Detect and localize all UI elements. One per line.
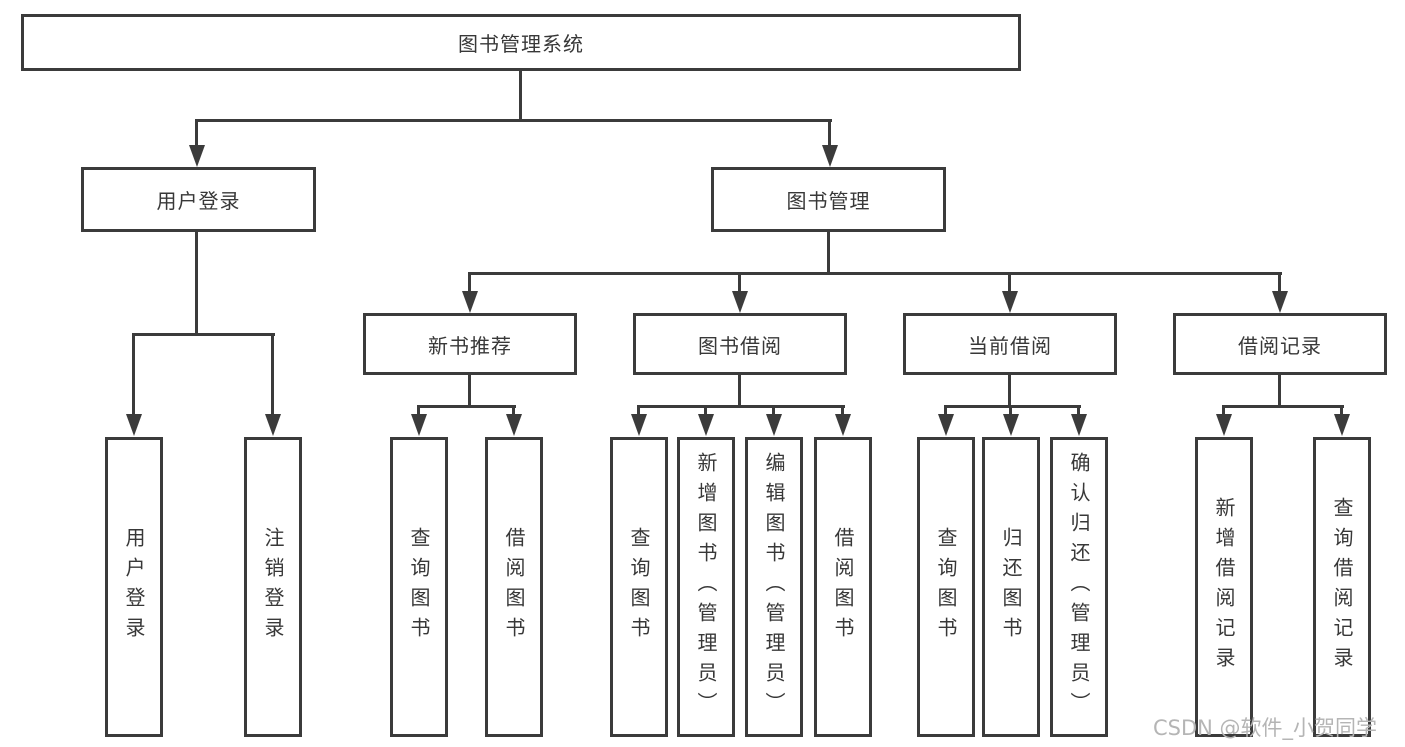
leaf-current-query: 查询图书 <box>917 437 975 737</box>
leaf-newbook-query-label: 查询图书 <box>407 527 431 647</box>
arrowhead-icon <box>631 414 647 436</box>
arrowhead-icon <box>506 414 522 436</box>
connector-line <box>738 272 741 296</box>
connector-line <box>944 405 1081 408</box>
leaf-records-query: 查询借阅记录 <box>1313 437 1371 737</box>
arrowhead-icon <box>462 291 478 313</box>
connector-line <box>841 405 844 418</box>
leaf-current-confirm-admin-label: 确认归还（管理员） <box>1067 452 1091 722</box>
connector-line <box>132 333 135 418</box>
leaf-borrow-edit-admin: 编辑图书（管理员） <box>745 437 803 737</box>
connector-line <box>1008 272 1011 296</box>
connector-line <box>637 405 845 408</box>
leaf-user-login: 用户登录 <box>105 437 163 737</box>
connector-line <box>512 405 515 418</box>
arrowhead-icon <box>1272 291 1288 313</box>
connector-line <box>468 272 471 296</box>
leaf-borrow-book: 借阅图书 <box>814 437 872 737</box>
node-new-book-recommend: 新书推荐 <box>363 313 577 375</box>
leaf-borrow-edit-admin-label: 编辑图书（管理员） <box>762 452 786 722</box>
connector-line <box>132 333 275 336</box>
arrowhead-icon <box>835 414 851 436</box>
arrowhead-icon <box>938 414 954 436</box>
connector-line <box>1222 405 1225 418</box>
arrowhead-icon <box>189 145 205 167</box>
leaf-borrow-query: 查询图书 <box>610 437 668 737</box>
leaf-borrow-book-label: 借阅图书 <box>831 527 855 647</box>
arrowhead-icon <box>1003 414 1019 436</box>
leaf-current-confirm-admin: 确认归还（管理员） <box>1050 437 1108 737</box>
arrowhead-icon <box>1002 291 1018 313</box>
connector-line <box>738 375 741 407</box>
node-current-borrow: 当前借阅 <box>903 313 1117 375</box>
connector-line <box>1009 405 1012 418</box>
leaf-borrow-add-admin: 新增图书（管理员） <box>677 437 735 737</box>
node-new-book-recommend-label: 新书推荐 <box>428 333 512 358</box>
leaf-borrow-add-admin-label: 新增图书（管理员） <box>694 452 718 722</box>
node-current-borrow-label: 当前借阅 <box>968 333 1052 358</box>
connector-line <box>1278 272 1281 296</box>
connector-line <box>772 405 775 418</box>
connector-line <box>195 119 198 149</box>
connector-line <box>468 272 1282 275</box>
leaf-newbook-query: 查询图书 <box>390 437 448 737</box>
leaf-records-query-label: 查询借阅记录 <box>1330 497 1354 677</box>
leaf-logout: 注销登录 <box>244 437 302 737</box>
connector-line <box>827 232 830 273</box>
arrowhead-icon <box>411 414 427 436</box>
leaf-current-return-label: 归还图书 <box>999 527 1023 647</box>
leaf-newbook-borrow-label: 借阅图书 <box>502 527 526 647</box>
node-book-borrow: 图书借阅 <box>633 313 847 375</box>
connector-line <box>468 375 471 407</box>
arrowhead-icon <box>126 414 142 436</box>
leaf-records-add-label: 新增借阅记录 <box>1212 497 1236 677</box>
node-book-borrow-label: 图书借阅 <box>698 333 782 358</box>
leaf-current-return: 归还图书 <box>982 437 1040 737</box>
connector-line <box>1340 405 1343 418</box>
arrowhead-icon <box>1334 414 1350 436</box>
leaf-logout-label: 注销登录 <box>261 527 285 647</box>
connector-line <box>828 119 831 149</box>
node-root-label: 图书管理系统 <box>458 32 584 56</box>
node-user-login-label: 用户登录 <box>156 189 241 213</box>
node-borrow-records: 借阅记录 <box>1173 313 1387 375</box>
connector-line <box>195 119 832 122</box>
connector-line <box>944 405 947 418</box>
arrowhead-icon <box>1071 414 1087 436</box>
arrowhead-icon <box>822 145 838 167</box>
leaf-user-login-label: 用户登录 <box>122 527 146 647</box>
connector-line <box>1222 405 1344 408</box>
connector-line <box>704 405 707 418</box>
connector-line <box>271 333 274 418</box>
arrowhead-icon <box>1216 414 1232 436</box>
arrowhead-icon <box>698 414 714 436</box>
connector-line <box>637 405 640 418</box>
node-book-management-label: 图书管理 <box>786 189 871 213</box>
connector-line <box>195 232 198 336</box>
connector-line <box>1008 375 1011 407</box>
connector-line <box>417 405 420 418</box>
node-root: 图书管理系统 <box>21 14 1021 71</box>
leaf-borrow-query-label: 查询图书 <box>627 527 651 647</box>
node-book-management: 图书管理 <box>711 167 946 232</box>
arrowhead-icon <box>766 414 782 436</box>
watermark: CSDN @软件_小贺同学 <box>1153 716 1378 740</box>
leaf-newbook-borrow: 借阅图书 <box>485 437 543 737</box>
connector-line <box>1278 375 1281 407</box>
leaf-records-add: 新增借阅记录 <box>1195 437 1253 737</box>
arrowhead-icon <box>265 414 281 436</box>
node-user-login: 用户登录 <box>81 167 316 232</box>
connector-line <box>519 71 522 119</box>
arrowhead-icon <box>732 291 748 313</box>
connector-line <box>1077 405 1080 418</box>
node-borrow-records-label: 借阅记录 <box>1238 333 1322 358</box>
leaf-current-query-label: 查询图书 <box>934 527 958 647</box>
connector-line <box>417 405 516 408</box>
